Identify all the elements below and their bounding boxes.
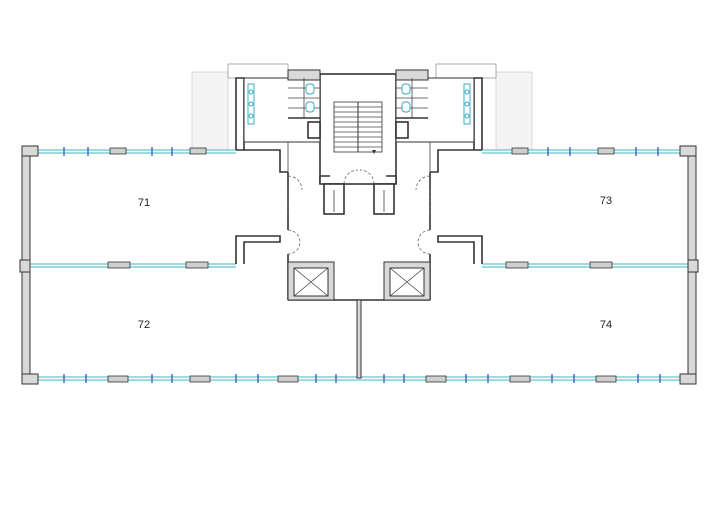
elevator-left bbox=[287, 261, 335, 301]
elevator-right bbox=[383, 261, 431, 301]
toilet-icon bbox=[401, 83, 411, 95]
sink-icon bbox=[248, 113, 254, 119]
window-mullions bbox=[63, 147, 661, 383]
sink-icon bbox=[464, 113, 470, 119]
balcony-projections bbox=[191, 63, 533, 151]
toilet-icon bbox=[305, 83, 315, 95]
restroom-right bbox=[395, 69, 475, 143]
room-label-73: 73 bbox=[600, 195, 612, 207]
sink-icon bbox=[464, 101, 470, 107]
doors bbox=[287, 169, 431, 255]
sink-icon bbox=[248, 101, 254, 107]
toilet-icon bbox=[305, 101, 315, 113]
sink-icon bbox=[464, 89, 470, 95]
stair-treads bbox=[334, 106, 382, 148]
stair-core bbox=[319, 73, 397, 215]
room-label-74: 74 bbox=[600, 319, 612, 331]
toilet-icon bbox=[401, 101, 411, 113]
core-walls bbox=[235, 77, 483, 379]
room-label-71: 71 bbox=[138, 197, 150, 209]
restroom-left bbox=[243, 69, 321, 143]
sink-icon bbox=[248, 89, 254, 95]
room-label-72: 72 bbox=[138, 319, 150, 331]
facade-piers bbox=[107, 147, 617, 383]
